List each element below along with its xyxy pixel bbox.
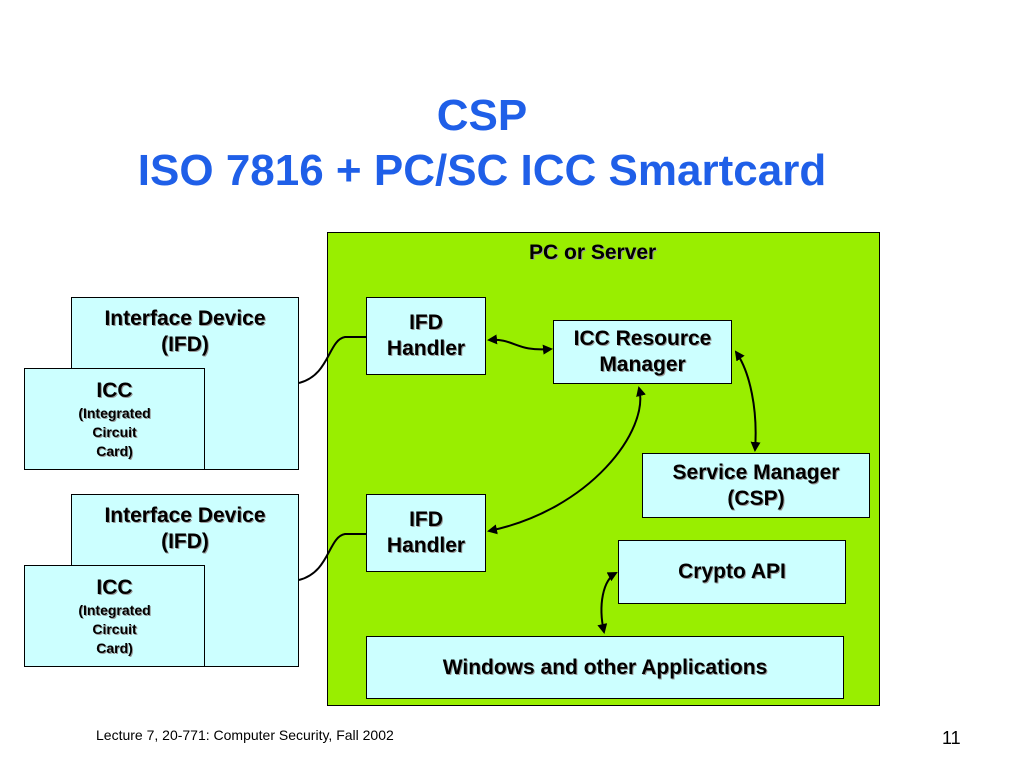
- arrow-handler-resource: [487, 334, 553, 355]
- resource-manager-line1: ICC Resource: [573, 327, 712, 350]
- ifd-handler-upper-line1: IFD: [409, 311, 443, 334]
- page-number: 11: [942, 728, 961, 748]
- service-manager-line1: Service Manager: [672, 460, 840, 484]
- panel-label: PC or Server: [529, 241, 657, 264]
- ifd-upper-line2: (IFD): [161, 333, 209, 356]
- footer-text: Lecture 7, 20-771: Computer Security, Fa…: [96, 727, 394, 743]
- slide-title: CSP: [436, 91, 528, 140]
- icc-card-lower: ICC (Integrated Circuit Card): [24, 565, 205, 667]
- arrow-crypto-apps: [597, 572, 618, 634]
- crypto-api: Crypto API: [618, 540, 846, 604]
- icc-upper-line3: Circuit: [92, 423, 137, 440]
- ifd-handler-upper: IFD Handler: [366, 297, 486, 375]
- applications-label: Windows and other Applications: [442, 655, 768, 679]
- crypto-api-label: Crypto API: [678, 560, 786, 583]
- ifd-lower-line2: (IFD): [161, 530, 209, 553]
- windows-applications: Windows and other Applications: [366, 636, 844, 699]
- icc-upper-line4: Card): [96, 442, 133, 459]
- cable-lower: [298, 533, 366, 581]
- service-manager-csp: Service Manager (CSP): [642, 453, 870, 518]
- icc-lower-line2: (Integrated: [78, 601, 151, 618]
- icc-lower-line3: Circuit: [92, 620, 137, 637]
- icc-resource-manager: ICC Resource Manager: [553, 320, 732, 384]
- icc-lower-line4: Card): [96, 639, 133, 656]
- ifd-handler-lower-line1: IFD: [409, 508, 443, 531]
- slide-subtitle: ISO 7816 + PC/SC ICC Smartcard: [137, 146, 827, 195]
- ifd-handler-lower-line2: Handler: [386, 534, 466, 557]
- ifd-handler-upper-line2: Handler: [386, 337, 466, 360]
- ifd-upper-line1: Interface Device: [104, 307, 266, 330]
- cable-upper: [298, 336, 366, 384]
- icc-lower-line1: ICC: [96, 575, 133, 599]
- icc-upper-line1: ICC: [96, 378, 133, 402]
- arrow-lowerhandler-resource: [487, 386, 646, 535]
- icc-card-upper: ICC (Integrated Circuit Card): [24, 368, 205, 470]
- icc-upper-line2: (Integrated: [78, 404, 151, 421]
- ifd-lower-line1: Interface Device: [104, 504, 266, 527]
- service-manager-line2: (CSP): [727, 486, 785, 510]
- arrow-resource-service: [734, 350, 761, 452]
- resource-manager-line2: Manager: [599, 353, 686, 376]
- ifd-handler-lower: IFD Handler: [366, 494, 486, 572]
